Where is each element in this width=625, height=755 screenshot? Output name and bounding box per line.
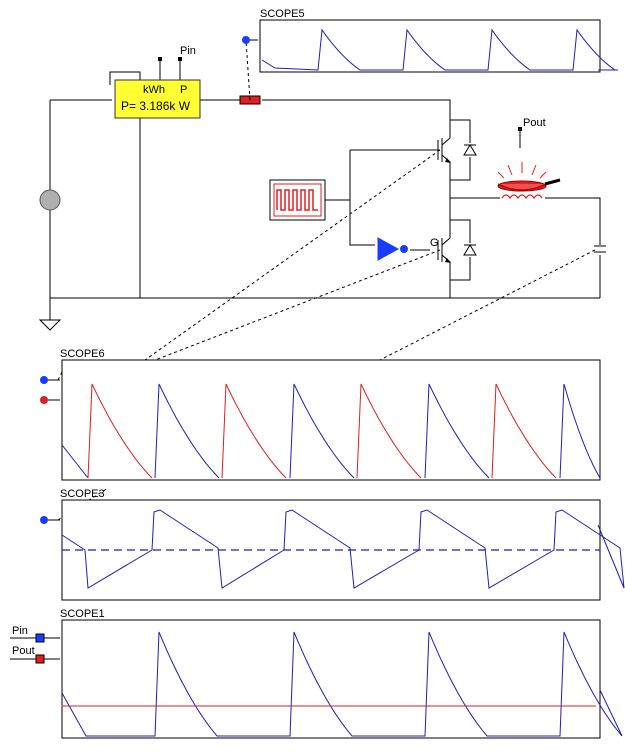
scope6-trace-segment xyxy=(289,383,355,479)
scope5-trace xyxy=(261,28,618,71)
scope6-trace-segment xyxy=(491,383,557,479)
scope1-input-pout-node[interactable] xyxy=(35,654,45,664)
scope3-trace xyxy=(61,509,625,589)
pout-probe-label: Pout xyxy=(523,117,546,129)
power-meter[interactable]: kWh P P= 3.186k W xyxy=(114,79,201,119)
scope1[interactable]: SCOPE1 Pin Pout xyxy=(10,608,623,739)
scope3-title: SCOPE3 xyxy=(60,488,105,500)
meter-kwh-label: kWh xyxy=(143,84,165,96)
igbt-bottom[interactable]: G xyxy=(430,219,477,281)
ground-symbol xyxy=(38,318,62,331)
meter-reading: P= 3.186k W xyxy=(121,99,191,113)
scope6-input-blue[interactable] xyxy=(40,376,48,384)
scope6-trace-segment xyxy=(154,383,220,479)
igbt-top[interactable] xyxy=(437,119,477,181)
scope5[interactable]: SCOPE5 xyxy=(242,8,618,73)
scope6-title: SCOPE6 xyxy=(60,348,105,360)
probe-links xyxy=(57,39,596,521)
scope1-title: SCOPE1 xyxy=(60,608,105,620)
not-gate[interactable] xyxy=(377,237,408,261)
gate-signal-source[interactable] xyxy=(269,179,326,221)
scope1-trace-pin xyxy=(61,631,623,737)
scope6-trace-segment xyxy=(221,383,287,479)
circuit-wires xyxy=(49,60,601,318)
scope3-input-node[interactable] xyxy=(40,516,48,524)
pout-probe[interactable]: Pout xyxy=(518,117,546,131)
pin-probe-label: Pin xyxy=(180,45,196,57)
scope1-input-pin-node[interactable] xyxy=(35,633,45,643)
scope6-trace-segment xyxy=(424,383,490,479)
scope1-input-pout-label: Pout xyxy=(12,645,35,657)
scope6-trace-segment xyxy=(559,383,601,479)
voltage-source[interactable] xyxy=(39,189,61,211)
scope6-input-red[interactable] xyxy=(40,396,48,404)
scope5-title: SCOPE5 xyxy=(260,8,305,20)
scope1-trace-pout xyxy=(61,705,596,707)
induction-pan[interactable] xyxy=(497,162,561,200)
igbt-gate-label: G xyxy=(430,237,439,249)
scope6-trace-segment xyxy=(87,383,153,479)
scope5-input-node[interactable] xyxy=(242,36,250,44)
scope6-traces xyxy=(61,383,601,479)
meter-p-label: P xyxy=(180,84,187,96)
scope1-input-pin-label: Pin xyxy=(12,625,28,637)
capacitor[interactable] xyxy=(594,245,606,253)
scope6[interactable]: SCOPE6 xyxy=(40,348,601,481)
pin-probe[interactable]: Pin xyxy=(158,45,196,61)
scope6-trace-segment xyxy=(356,383,422,479)
scope3[interactable]: SCOPE3 xyxy=(40,488,625,601)
